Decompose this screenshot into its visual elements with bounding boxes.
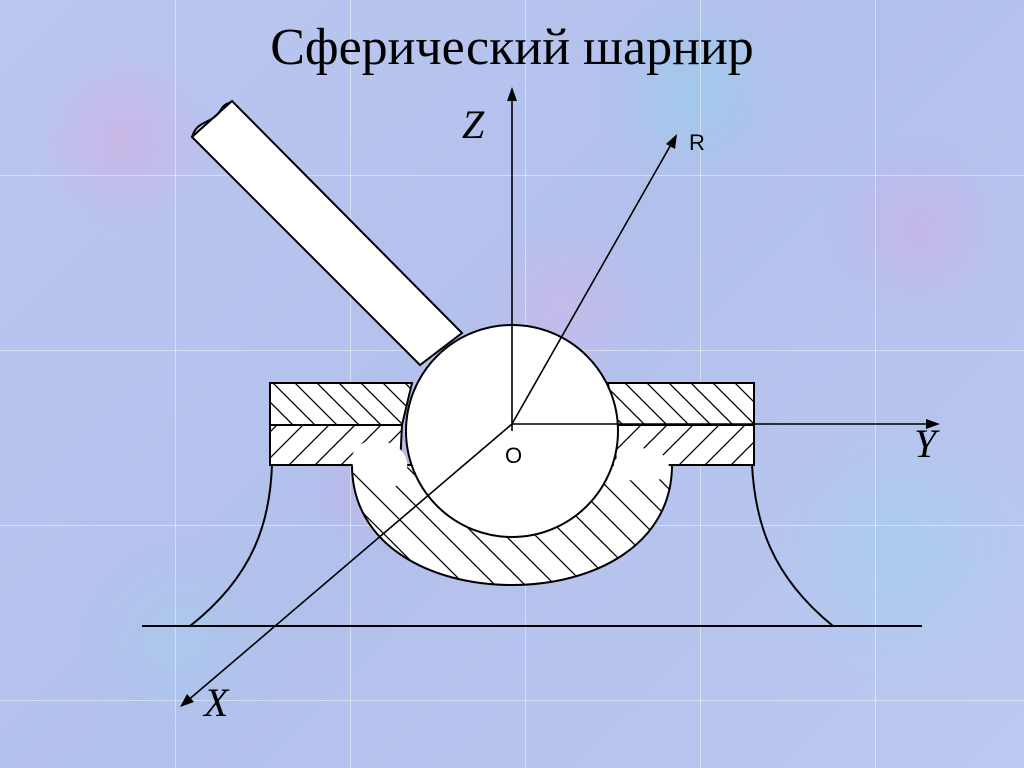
origin-label: O <box>505 443 522 468</box>
x-axis-label: X <box>202 680 230 725</box>
background-tile-seam <box>175 0 176 768</box>
upper-plate-left <box>269 382 414 426</box>
base-right-flank <box>751 464 834 627</box>
upper-plate-right <box>606 382 755 426</box>
cavity-highlight-right <box>613 448 669 482</box>
rod <box>190 99 464 367</box>
r-vector-label: R <box>689 130 705 155</box>
r-vector-arrowhead <box>666 134 677 149</box>
x-axis-line <box>185 423 513 703</box>
base-left-flank <box>189 464 273 627</box>
background-tile-seam <box>875 0 876 768</box>
x-axis-arrowhead <box>180 694 194 707</box>
z-axis-arrowhead <box>507 87 517 101</box>
z-axis-label: Z <box>462 102 485 147</box>
background-tile-seam <box>0 700 1024 701</box>
slide-title: Сферический шарнир <box>270 19 754 76</box>
r-vector-line <box>511 140 674 425</box>
y-axis-label: Y <box>914 421 940 466</box>
cavity-highlight-left <box>351 440 408 489</box>
y-axis-arrowhead <box>926 419 940 429</box>
rod-break-edge <box>191 100 233 138</box>
